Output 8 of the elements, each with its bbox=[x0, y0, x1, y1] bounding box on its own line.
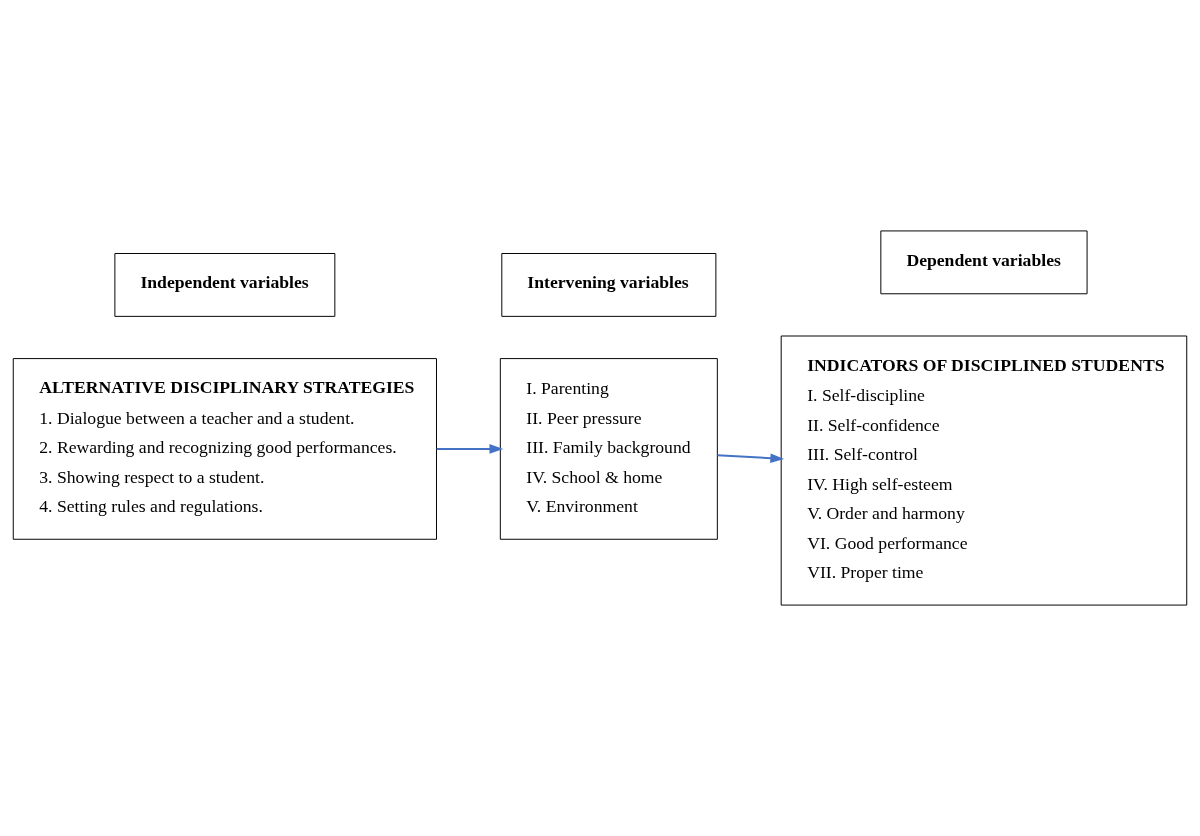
arrow bbox=[716, 453, 785, 464]
node-box: I. Parenting II. Peer pressure III. Family background IV. School & home V. Environment bbox=[499, 358, 718, 540]
node-box: Dependent variables bbox=[880, 230, 1088, 295]
node-box: Intervening variables bbox=[501, 253, 717, 317]
node-box: INDICATORS OF DISCIPLINED STUDENTS I. Self-discipline II. Self-confidence III. Self-control IV. High self-esteem V. Order and harmony VI. Good performance VII. Proper time bbox=[780, 335, 1188, 606]
node-box: Independent variables bbox=[114, 253, 336, 317]
node-box: ALTERNATIVE DISCIPLINARY STRATEGIES 1. Dialogue between a teacher and a student. 2. Rewarding and recognizing good performances. 3. Showing respect to a student. 4. Setting rules and regulations. bbox=[12, 358, 437, 540]
arrow bbox=[435, 444, 504, 454]
